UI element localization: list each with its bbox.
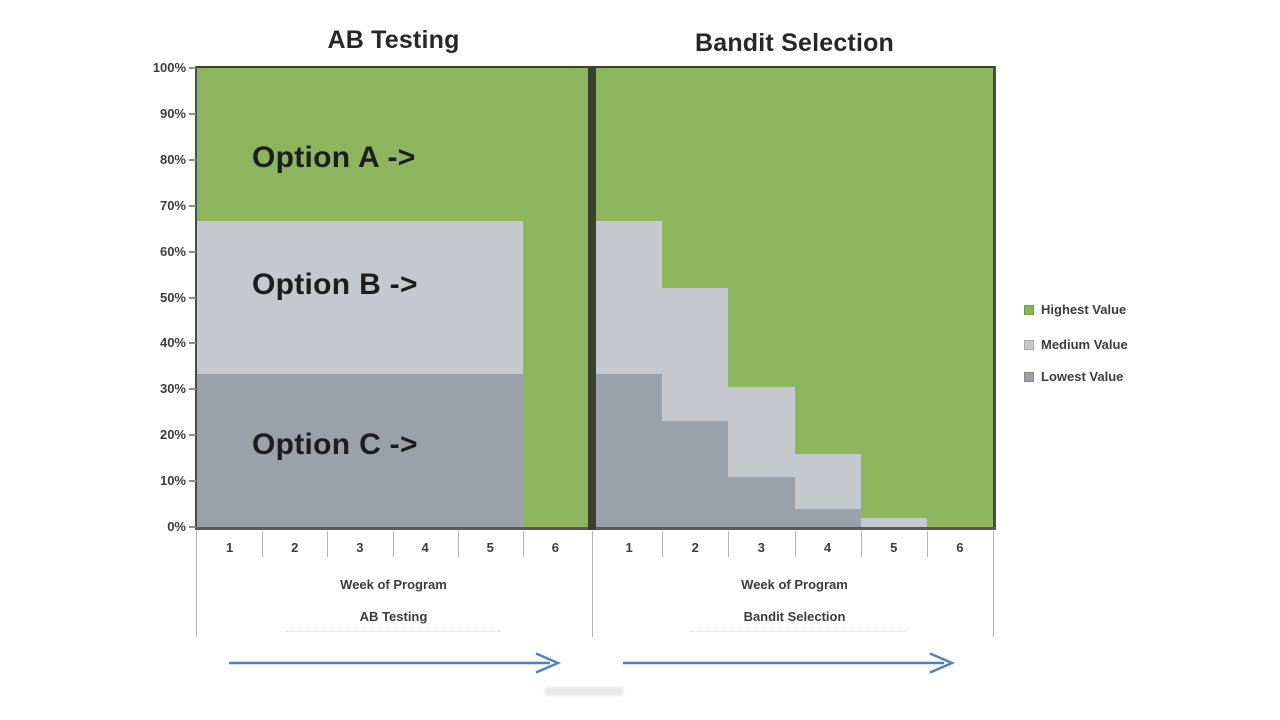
y-axis-label: 50% — [159, 289, 186, 305]
y-axis-label: 20% — [159, 427, 186, 443]
panel-divider — [588, 66, 596, 530]
stack-column-week-2 — [262, 68, 328, 527]
cropped-text-smudge — [545, 687, 623, 696]
x-tick-separator — [662, 531, 664, 557]
x-tick-label-week-5: 5 — [486, 540, 494, 555]
x-tick-label-week-5: 5 — [890, 540, 898, 555]
annotation-option-a: Option A -> — [252, 141, 416, 174]
legend-item-highest-value: Highest Value — [1024, 302, 1126, 318]
lowest-value-segment — [794, 508, 861, 527]
category-boundary-line — [196, 531, 197, 637]
caption-underline-right — [690, 631, 905, 632]
timeline-arrow-left-icon — [229, 652, 562, 674]
x-tick-label-week-4: 4 — [823, 540, 832, 555]
category-boundary-line — [592, 531, 593, 637]
y-axis-tick — [189, 250, 196, 253]
annotation-option-c: Option C -> — [252, 428, 418, 461]
category-boundary-line — [993, 531, 994, 637]
legend-item-medium-value: Medium Value — [1024, 337, 1128, 353]
legend-item-lowest-value: Lowest Value — [1024, 369, 1123, 385]
lowest-value-segment — [327, 374, 393, 527]
x-tick-separator — [860, 531, 862, 557]
legend-label-medium: Medium Value — [1041, 337, 1128, 352]
stack-column-week-5 — [860, 68, 927, 527]
annotation-option-b: Option B -> — [252, 268, 418, 301]
x-tick-label-week-1: 1 — [225, 540, 234, 555]
lowest-value-segment — [457, 374, 523, 527]
lowest-value-segment — [197, 374, 263, 527]
legend-swatch-highest-icon — [1024, 305, 1034, 315]
y-axis-tick — [189, 67, 196, 69]
x-tick-label-week-2: 2 — [691, 540, 699, 555]
lowest-value-segment — [392, 374, 458, 527]
stack-column-week-5 — [457, 68, 523, 527]
ab-testing-plot-area — [197, 68, 589, 527]
stack-column-week-1 — [197, 68, 263, 527]
x-tick-label-week-3: 3 — [356, 540, 364, 555]
y-axis-label: 10% — [159, 473, 186, 489]
lowest-value-segment — [662, 421, 729, 527]
x-tick-separator — [794, 531, 796, 557]
y-axis-tick — [189, 158, 196, 161]
y-axis-tick — [189, 204, 196, 207]
y-axis-label: 70% — [159, 197, 186, 213]
y-axis-tick — [189, 434, 196, 437]
x-tick-label-week-2: 2 — [291, 540, 299, 555]
y-axis-label: 100% — [152, 60, 186, 75]
x-tick-separator — [262, 531, 264, 557]
y-axis-label: 30% — [159, 381, 186, 397]
axis-caption-ab-testing: AB Testing — [359, 609, 428, 624]
x-tick-separator — [327, 531, 329, 557]
x-tick-separator — [728, 531, 730, 557]
legend-swatch-lowest-icon — [1024, 372, 1034, 382]
medium-value-segment — [860, 517, 927, 527]
lowest-value-segment — [596, 374, 663, 527]
x-tick-label-week-6: 6 — [551, 540, 560, 555]
panel-title-ab-testing: AB Testing — [327, 26, 460, 54]
y-axis-tick — [189, 388, 196, 391]
axis-title-right: Week of Program — [741, 577, 848, 592]
stack-column-week-1 — [596, 68, 663, 527]
x-tick-label-week-3: 3 — [757, 540, 766, 555]
y-axis-tick — [189, 480, 196, 483]
y-axis-tick — [189, 526, 196, 528]
x-tick-label-week-1: 1 — [625, 540, 633, 555]
stack-column-week-4 — [392, 68, 458, 527]
timeline-arrow-right-icon — [623, 652, 956, 674]
stack-column-week-2 — [662, 68, 729, 527]
lowest-value-segment — [262, 374, 328, 527]
x-tick-separator — [926, 531, 928, 557]
x-tick-separator — [392, 531, 394, 557]
panel-title-bandit-selection: Bandit Selection — [694, 29, 895, 57]
axis-title-left: Week of Program — [340, 577, 447, 592]
bandit-selection-plot-area — [596, 68, 994, 527]
stack-column-week-3 — [728, 68, 795, 527]
legend-swatch-medium-icon — [1024, 340, 1034, 350]
plot-border-right — [993, 66, 996, 530]
y-axis-label: 40% — [159, 335, 186, 351]
x-tick-label-week-4: 4 — [421, 540, 429, 555]
y-axis-tick — [189, 342, 196, 345]
legend-label-lowest: Lowest Value — [1041, 369, 1124, 384]
stack-column-week-6 — [926, 68, 994, 527]
axis-caption-bandit-selection: Bandit Selection — [743, 609, 846, 624]
y-axis-label: 90% — [159, 105, 186, 121]
stack-column-week-6 — [522, 68, 589, 527]
y-axis-label: 80% — [159, 151, 186, 167]
x-tick-separator — [457, 531, 459, 557]
caption-underline-left — [285, 631, 500, 632]
x-tick-label-week-6: 6 — [956, 540, 964, 555]
y-axis-tick — [189, 112, 196, 115]
lowest-value-segment — [728, 476, 795, 527]
y-axis-label: 0% — [167, 519, 186, 534]
stack-column-week-3 — [327, 68, 393, 527]
y-axis-line — [195, 66, 197, 530]
y-axis-label: 60% — [159, 243, 186, 259]
stack-column-week-4 — [794, 68, 861, 527]
legend-label-highest: Highest Value — [1041, 302, 1127, 317]
x-tick-separator — [522, 531, 524, 557]
y-axis-tick — [189, 296, 196, 299]
